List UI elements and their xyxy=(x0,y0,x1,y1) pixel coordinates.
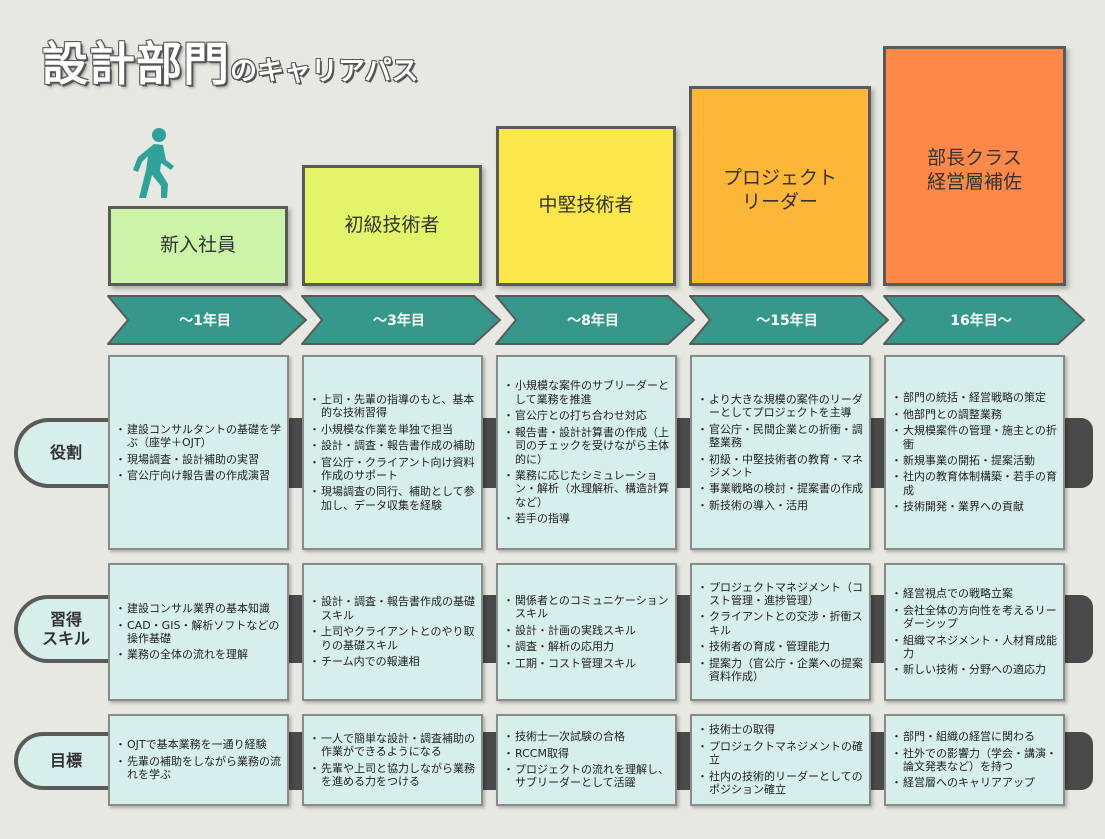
list-item: 設計・計画の実践スキル xyxy=(503,624,669,638)
list-item: クライアントとの交渉・折衝スキル xyxy=(697,610,863,637)
list-item: 調査・解析の応用力 xyxy=(503,640,669,654)
list-item: チーム内での報連相 xyxy=(309,655,475,669)
list-item: 初級・中堅技術者の教育・マネジメント xyxy=(697,453,863,480)
list-item: 経営視点での戦略立案 xyxy=(891,587,1057,601)
list-item: 新しい技術・分野への適応力 xyxy=(891,663,1057,677)
stage-1: 新入社員 xyxy=(108,206,288,286)
list-item: 設計・調査・報告書作成の基礎スキル xyxy=(309,595,475,622)
list-item: プロジェクトマネジメント（コスト管理・進捗管理） xyxy=(697,581,863,608)
list-item: 事業戦略の検討・提案書の作成 xyxy=(697,482,863,496)
skill-cell-5: 経営視点での戦略立案 会社全体の方向性を考えるリーダーシップ 組織マネジメント・… xyxy=(884,563,1065,701)
list-item: プロジェクトの流れを理解し、サブリーダーとして活躍 xyxy=(503,763,669,790)
role-cell-1: 建設コンサルタントの基礎を学ぶ（座学＋OJT） 現場調査・設計補助の実習 官公庁… xyxy=(108,355,289,550)
list-item: 先輩や上司と協力しながら業務を進める力をつける xyxy=(309,762,475,789)
list-item: 新規事業の開拓・提案活動 xyxy=(891,454,1057,468)
role-cell-5: 部門の統括・経営戦略の策定 他部門との調整業務 大規模案件の管理・施主との折衝 … xyxy=(884,355,1065,550)
stage-2: 初級技術者 xyxy=(302,165,482,286)
list-item: 小規模な作業を単独で担当 xyxy=(309,423,475,437)
role-cell-2: 上司・先輩の指導のもと、基本的な技術習得 小規模な作業を単独で担当 設計・調査・… xyxy=(302,355,483,550)
list-item: 一人で簡単な設計・調査補助の作業ができるようになる xyxy=(309,732,475,759)
timeline-arrow-4 xyxy=(689,295,889,345)
list-item: 建設コンサル業界の基本知識 xyxy=(115,602,281,616)
skill-cell-2: 設計・調査・報告書作成の基礎スキル 上司やクライアントとのやり取りの基礎スキル … xyxy=(302,563,483,701)
list-item: 建設コンサルタントの基礎を学ぶ（座学＋OJT） xyxy=(115,423,281,450)
period-3: ～8年目 xyxy=(567,313,619,329)
list-item: 現場調査・設計補助の実習 xyxy=(115,453,281,467)
skill-cell-1: 建設コンサル業界の基本知識 CAD・GIS・解析ソフトなどの操作基礎 業務の全体… xyxy=(108,563,289,701)
goal-cell-4: 技術士の取得 プロジェクトマネジメントの確立 社内の技術的リーダーとしてのポジシ… xyxy=(690,714,871,806)
list-item: 技術士の取得 xyxy=(697,723,863,737)
list-item: 部門・組織の経営に関わる xyxy=(891,730,1057,744)
title-main: 設計部門 xyxy=(42,37,230,91)
list-item: 他部門との調整業務 xyxy=(891,408,1057,422)
row-label-roles: 役割 xyxy=(14,418,114,488)
list-item: 上司・先輩の指導のもと、基本的な技術習得 xyxy=(309,393,475,420)
list-item: 新技術の導入・活用 xyxy=(697,499,863,513)
list-item: 技術士一次試験の合格 xyxy=(503,730,669,744)
walking-person-icon xyxy=(133,128,174,198)
title-sub: のキャリアパス xyxy=(230,56,419,87)
list-item: 小規模な案件のサブリーダーとして業務を推進 xyxy=(503,379,669,406)
timeline-arrow-2 xyxy=(301,295,501,345)
list-item: より大きな規模の案件のリーダーとしてプロジェクトを主導 xyxy=(697,393,863,420)
goal-cell-2: 一人で簡単な設計・調査補助の作業ができるようになる 先輩や上司と協力しながら業務… xyxy=(302,714,483,806)
skill-cell-3: 関係者とのコミュニケーションスキル 設計・計画の実践スキル 調査・解析の応用力 … xyxy=(496,563,677,701)
timeline-arrow-5 xyxy=(883,295,1085,345)
list-item: 官公庁向け報告書の作成演習 xyxy=(115,469,281,483)
page-title: 設計部門のキャリアパス xyxy=(42,28,418,98)
timeline-arrows xyxy=(107,295,1085,345)
list-item: 官公庁・クライアント向け資料作成のサポート xyxy=(309,456,475,483)
period-1: ～1年目 xyxy=(179,313,231,329)
list-item: 関係者とのコミュニケーションスキル xyxy=(503,594,669,621)
list-item: プロジェクトマネジメントの確立 xyxy=(697,740,863,767)
list-item: 業務に応じたシミュレーション・解析（水理解析、構造計算など） xyxy=(503,469,669,509)
list-item: 社内の技術的リーダーとしてのポジション確立 xyxy=(697,770,863,797)
list-item: 工期・コスト管理スキル xyxy=(503,657,669,671)
list-item: 先輩の補助をしながら業務の流れを学ぶ xyxy=(115,755,281,782)
list-item: 若手の指導 xyxy=(503,512,669,526)
list-item: 官公庁・民間企業との折衝・調整業務 xyxy=(697,423,863,450)
list-item: 報告書・設計計算書の作成（上司のチェックを受けながら主体的に） xyxy=(503,426,669,466)
row-label-goals: 目標 xyxy=(14,732,114,790)
goal-cell-3: 技術士一次試験の合格 RCCM取得 プロジェクトの流れを理解し、サブリーダーとし… xyxy=(496,714,677,806)
period-2: ～3年目 xyxy=(373,313,425,329)
list-item: 経営層へのキャリアアップ xyxy=(891,776,1057,790)
list-item: 会社全体の方向性を考えるリーダーシップ xyxy=(891,604,1057,631)
row-label-skills: 習得 スキル xyxy=(14,595,114,663)
skill-cell-4: プロジェクトマネジメント（コスト管理・進捗管理） クライアントとの交渉・折衝スキ… xyxy=(690,563,871,701)
list-item: 業務の全体の流れを理解 xyxy=(115,648,281,662)
goal-cell-5: 部門・組織の経営に関わる 社外での影響力（学会・講演・論文発表など）を持つ 経営… xyxy=(884,714,1065,806)
list-item: CAD・GIS・解析ソフトなどの操作基礎 xyxy=(115,619,281,646)
list-item: 官公庁との打ち合わせ対応 xyxy=(503,409,669,423)
list-item: 組織マネジメント・人材育成能力 xyxy=(891,634,1057,661)
period-5: 16年目～ xyxy=(950,313,1012,329)
list-item: 大規模案件の管理・施主との折衝 xyxy=(891,424,1057,451)
list-item: OJTで基本業務を一通り経験 xyxy=(115,738,281,752)
stage-3: 中堅技術者 xyxy=(496,126,676,286)
list-item: 設計・調査・報告書作成の補助 xyxy=(309,439,475,453)
list-item: 技術者の育成・管理能力 xyxy=(697,640,863,654)
list-item: 上司やクライアントとのやり取りの基礎スキル xyxy=(309,625,475,652)
goal-cell-1: OJTで基本業務を一通り経験 先輩の補助をしながら業務の流れを学ぶ xyxy=(108,714,289,806)
list-item: RCCM取得 xyxy=(503,747,669,761)
list-item: 提案力（官公庁・企業への提案資料作成） xyxy=(697,657,863,684)
stage-4: プロジェクト リーダー xyxy=(689,86,871,286)
timeline-arrow-1 xyxy=(107,295,307,345)
list-item: 現場調査の同行、補助として参加し、データ収集を経験 xyxy=(309,485,475,512)
list-item: 社外での影響力（学会・講演・論文発表など）を持つ xyxy=(891,747,1057,774)
list-item: 技術開発・業界への貢献 xyxy=(891,500,1057,514)
stage-5: 部長クラス 経営層補佐 xyxy=(883,46,1066,286)
role-cell-3: 小規模な案件のサブリーダーとして業務を推進 官公庁との打ち合わせ対応 報告書・設… xyxy=(496,355,677,550)
period-4: ～15年目 xyxy=(756,313,818,329)
list-item: 部門の統括・経営戦略の策定 xyxy=(891,391,1057,405)
timeline-arrow-3 xyxy=(495,295,695,345)
role-cell-4: より大きな規模の案件のリーダーとしてプロジェクトを主導 官公庁・民間企業との折衝… xyxy=(690,355,871,550)
list-item: 社内の教育体制構築・若手の育成 xyxy=(891,470,1057,497)
